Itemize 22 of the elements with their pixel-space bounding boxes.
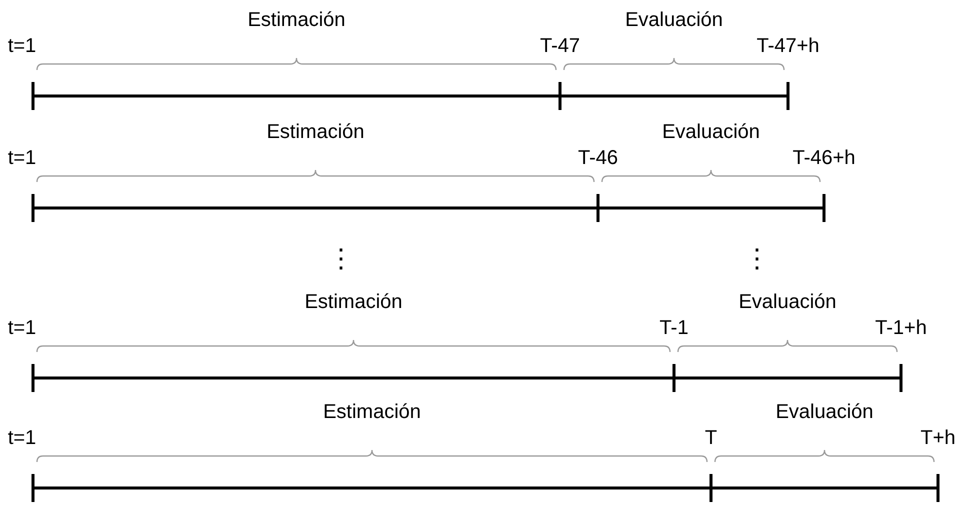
axis-label: T-47 bbox=[540, 34, 580, 58]
axis-label: Estimación bbox=[323, 400, 421, 424]
axis-label: Estimación bbox=[266, 120, 364, 144]
axis-label: T+h bbox=[920, 426, 956, 450]
axis-label: T-46+h bbox=[792, 146, 856, 170]
axis-label: T-1+h bbox=[875, 316, 927, 340]
axis-label: T-1 bbox=[660, 316, 688, 340]
axis-label: t=1 bbox=[8, 316, 36, 340]
vertical-ellipsis: ⋮ bbox=[744, 243, 770, 273]
axis-label: Evaluación bbox=[662, 120, 760, 144]
axis-label: t=1 bbox=[8, 146, 36, 170]
axis-label: T-47+h bbox=[756, 34, 820, 58]
axis-label: t=1 bbox=[8, 426, 36, 450]
axis-label: Evaluación bbox=[625, 8, 723, 32]
axis-label: T bbox=[704, 426, 718, 450]
vertical-ellipsis: ⋮ bbox=[328, 243, 354, 273]
axis-label: Estimación bbox=[248, 8, 346, 32]
axis-label: t=1 bbox=[8, 34, 36, 58]
axis-label: Evaluación bbox=[776, 400, 874, 424]
axis-label: T-46 bbox=[578, 146, 618, 170]
axis-label: Estimación bbox=[304, 290, 402, 314]
axis-label: Evaluación bbox=[738, 290, 836, 314]
